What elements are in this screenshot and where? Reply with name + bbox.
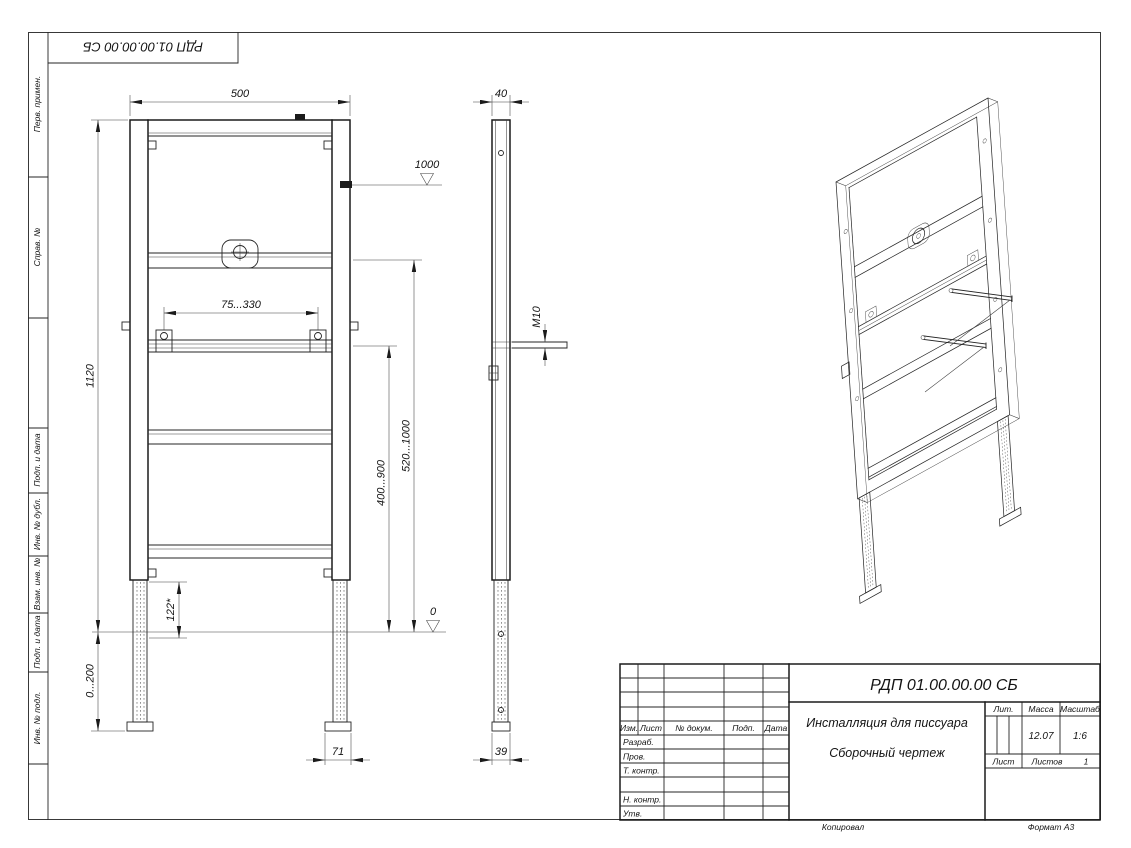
dim-71-label: 71 — [332, 746, 344, 758]
level-0-label: 0 — [430, 606, 437, 618]
footer-copied-label: Копировал — [822, 822, 864, 832]
title-block: Изм. Лист № докум. Подп. Дата Разраб. Пр… — [619, 663, 1101, 821]
tb-drawing-name: Инсталляция для писсуара — [806, 716, 968, 730]
strip-label-sprav-no: Справ. № — [32, 228, 42, 267]
tb-sheets-value: 1 — [1084, 757, 1089, 767]
tb-row-utv: Утв. — [622, 809, 642, 819]
tb-col-podp: Подп. — [732, 723, 755, 733]
tb-row-razrab: Разраб. — [623, 737, 654, 747]
footer-format-label: Формат А3 — [1028, 822, 1075, 832]
tb-col-list: Лист — [639, 723, 662, 733]
dim-0-200-label: 0...200 — [85, 663, 97, 698]
tb-col-data: Дата — [764, 723, 788, 733]
tb-scale-value: 1:6 — [1073, 731, 1087, 742]
tb-row-prov: Пров. — [623, 752, 645, 762]
side-view: M10 40 39 — [473, 88, 568, 765]
tb-lit-header: Лит. — [993, 704, 1014, 714]
tb-designation: РДП 01.00.00.00 СБ — [870, 677, 1018, 694]
tb-massa-value: 12.07 — [1028, 731, 1053, 742]
iso-view — [835, 97, 1022, 604]
dim-75-330-label: 75...330 — [221, 299, 262, 311]
tb-drawing-type: Сборочный чертеж — [829, 746, 946, 760]
top-stamp-number: РДП 01.00.00.00 СБ — [82, 40, 203, 55]
dim-39-label: 39 — [495, 746, 507, 758]
tb-row-nkontr: Н. контр. — [623, 795, 661, 805]
left-column-strip: Перв. примен. Справ. № Подп. и дата Инв.… — [32, 76, 42, 745]
tb-col-izm: Изм. — [620, 723, 638, 733]
front-view: 500 1120 0...200 122* 75...330 400...900… — [85, 88, 446, 765]
tb-sheet-label: Лист — [992, 757, 1015, 767]
tb-col-doc: № докум. — [675, 723, 712, 733]
thread-m10-label: M10 — [531, 305, 543, 327]
sheet-frame — [28, 32, 1101, 820]
footer-notes: Копировал Формат А3 — [822, 822, 1075, 832]
dim-400-900-label: 400...900 — [376, 459, 388, 506]
dim-40-label: 40 — [495, 88, 508, 100]
dim-122-label: 122* — [165, 598, 177, 621]
tb-sheets-label: Листов — [1031, 757, 1064, 767]
level-1000-label: 1000 — [415, 159, 440, 171]
strip-label-vzam-inv: Взам. инв. № — [32, 558, 42, 611]
dim-1120-label: 1120 — [85, 363, 97, 388]
strip-label-perv-primen: Перв. примен. — [32, 76, 42, 133]
top-stamp: РДП 01.00.00.00 СБ — [82, 40, 203, 55]
dim-520-1000-label: 520...1000 — [401, 419, 413, 472]
strip-label-inv-podl: Инв. № подл. — [32, 692, 42, 745]
strip-label-podp-i-data-2: Подп. и дата — [32, 615, 42, 668]
tb-row-tkontr: Т. контр. — [623, 766, 660, 776]
tb-scale-header: Масштаб — [1060, 704, 1101, 714]
dim-500-label: 500 — [231, 88, 250, 100]
strip-label-podp-i-data-1: Подп. и дата — [32, 433, 42, 486]
strip-label-inv-dubl: Инв. № дубл. — [32, 498, 42, 550]
tb-massa-header: Масса — [1028, 704, 1053, 714]
